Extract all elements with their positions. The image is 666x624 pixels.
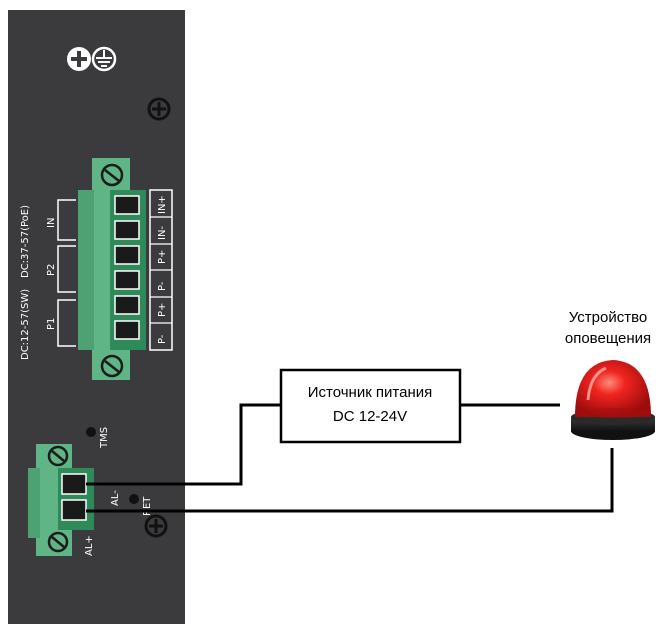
screw-icon	[144, 514, 168, 538]
ret-label: RET	[142, 496, 153, 516]
power-supply-box	[279, 368, 462, 444]
group-label-p2: P2	[46, 264, 57, 276]
wire-al-minus	[86, 403, 281, 486]
terminal-label-in-plus: IN+	[157, 195, 168, 214]
terminal-label-p-minus: P-	[157, 281, 168, 291]
terminal-label-box	[149, 189, 173, 351]
power-supply-line2: DC 12-24V	[333, 408, 407, 425]
alarm-terminal-block	[28, 444, 94, 556]
terminal-label-p-plus: P+	[157, 303, 168, 317]
tms-label: TMS	[99, 427, 110, 449]
alarm-device-line1: Устройство	[569, 309, 647, 326]
screw-icon	[67, 47, 91, 71]
group-label-p1: P1	[46, 318, 57, 330]
power-supply-line1: Источник питания	[308, 384, 433, 401]
terminal-label-in-minus: IN-	[157, 226, 168, 240]
alarm-label-al-plus: AL+	[84, 535, 95, 556]
input-group-brackets	[57, 199, 76, 347]
ret-led	[129, 494, 139, 504]
power-label-poe: DC:37-57(PoE)	[20, 205, 31, 278]
wires	[86, 403, 614, 513]
alarm-device-line2: оповещения	[565, 330, 651, 347]
alarm-label-al-minus: AL-	[110, 490, 121, 506]
group-label-in: IN	[46, 218, 57, 228]
power-label-sw: DC:12-57(SW)	[20, 289, 31, 360]
terminal-slots	[114, 195, 140, 340]
ground-icon	[91, 46, 117, 72]
terminal-label-p-plus: P+	[157, 250, 168, 264]
screw-icon	[147, 97, 171, 121]
wire-al-plus	[86, 448, 614, 513]
power-terminal-block	[78, 158, 146, 380]
terminal-label-p-minus: P-	[157, 334, 168, 344]
red-beacon-icon	[571, 360, 655, 440]
tms-led	[86, 427, 96, 437]
